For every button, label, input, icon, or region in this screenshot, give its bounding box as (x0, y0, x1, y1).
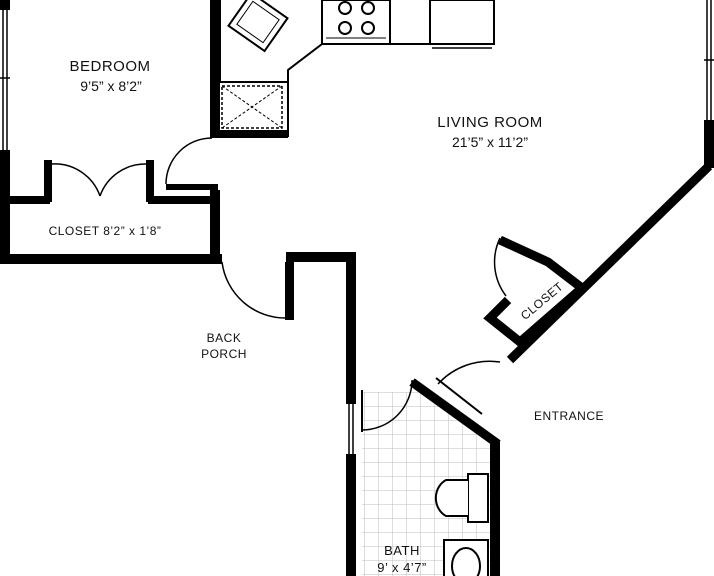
living-room-name: LIVING ROOM (437, 114, 543, 131)
windows (0, 0, 714, 454)
living-closet (483, 235, 590, 348)
bedroom-closet-label: CLOSET 8’2” x 1’8” (48, 224, 162, 238)
refrigerator-icon (429, 0, 495, 49)
back-porch-line2: PORCH (201, 347, 247, 361)
toilet-icon (434, 473, 489, 523)
dishwasher-icon (221, 85, 283, 129)
bath-floor (362, 392, 498, 576)
bedroom-size: 9’5” x 8’2” (80, 78, 142, 94)
back-porch-line1: BACK (206, 331, 242, 345)
kitchen (219, 0, 495, 137)
entrance-label: ENTRANCE (533, 409, 604, 423)
bedroom-name: BEDROOM (69, 58, 151, 75)
diagonal-wall-bath (409, 378, 501, 448)
sink-icon (227, 0, 289, 53)
bath-name: BATH (384, 543, 420, 558)
bath-size: 9’ x 4’7” (377, 560, 427, 575)
living-room-size: 21’5” x 11’2” (451, 134, 528, 150)
stove-icon (321, 0, 391, 45)
door-swing-icon (51, 137, 507, 432)
washbasin-icon (443, 539, 489, 576)
